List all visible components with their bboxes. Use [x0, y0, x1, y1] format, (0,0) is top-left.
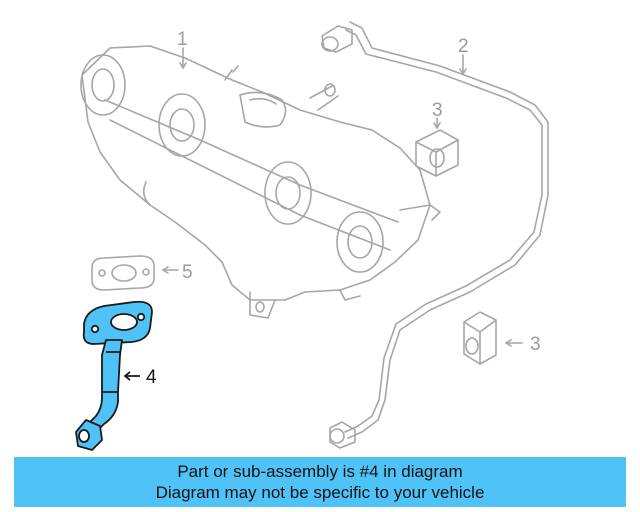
pipe-part-4-highlighted — [75, 300, 153, 451]
callout-5: 5 — [182, 262, 193, 283]
callout-1: 1 — [177, 29, 188, 50]
bracket-part-3-lower — [463, 311, 497, 365]
leader-lines — [162, 47, 523, 347]
parts-diagram: 1 2 3 3 5 4 — [75, 21, 549, 451]
banner-line-2: Diagram may not be specific to your vehi… — [155, 483, 485, 502]
feed-line-part-2 — [321, 21, 549, 449]
callout-2: 2 — [458, 36, 469, 57]
callout-3-lower: 3 — [530, 334, 541, 355]
banner-line-1: Part or sub-assembly is #4 in diagram — [177, 462, 463, 481]
callout-3-upper: 3 — [432, 100, 443, 121]
callout-4: 4 — [146, 367, 157, 388]
bracket-part-3-upper — [415, 129, 459, 177]
exhaust-manifold-part-1 — [80, 45, 441, 319]
info-banner: Part or sub-assembly is #4 in diagram Di… — [14, 457, 626, 507]
gasket-part-5 — [91, 255, 155, 291]
